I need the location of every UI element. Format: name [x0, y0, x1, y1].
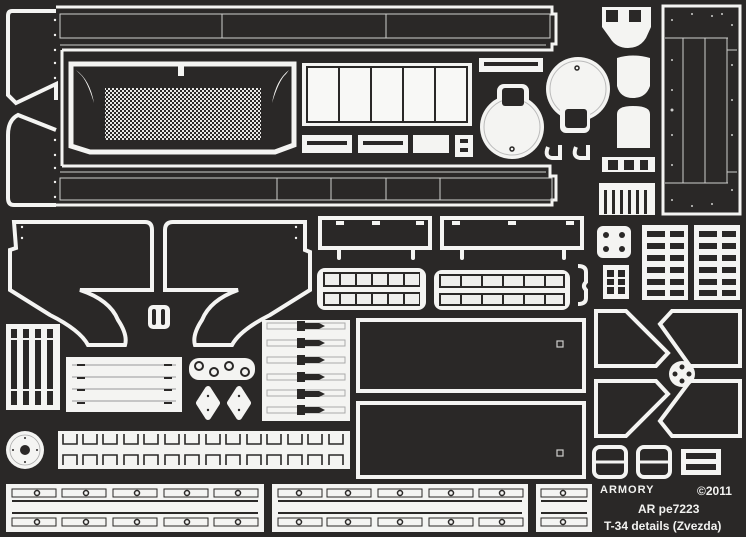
handle-plate: [66, 357, 182, 412]
small-parts-strip: [302, 58, 543, 157]
comb-part: [599, 183, 655, 215]
round-hatch-left: [480, 84, 544, 159]
tool-boxes: [318, 216, 584, 250]
slatted-frame: [6, 324, 60, 410]
hatch-hinges: [602, 7, 651, 48]
louver-panel: [302, 63, 472, 126]
rear-plate: [661, 4, 742, 216]
product-title: T-34 details (Zvezda): [604, 519, 722, 533]
ring-strip: [189, 358, 255, 380]
clamp-block-small: [597, 226, 631, 299]
small-link-part: [148, 305, 170, 329]
left-side-bracket-top: [6, 9, 58, 207]
round-hatch-right: [546, 57, 610, 133]
mudflap-left: [8, 220, 154, 347]
x-brackets-center: [669, 361, 695, 387]
small-clips: [544, 145, 590, 160]
handle-row: [58, 431, 350, 469]
bracket-small: [602, 157, 655, 172]
grille-frames: [317, 264, 588, 310]
product-code: AR pe7223: [638, 502, 700, 516]
large-plates: [356, 318, 586, 479]
fender-strip-top: [56, 5, 558, 52]
engine-deck-grille: [68, 61, 297, 155]
fender-strip-bottom: [56, 164, 558, 207]
hinge-set: [262, 320, 350, 421]
mudflap-right: [163, 220, 312, 347]
small-boxes: [592, 445, 721, 479]
copyright-text: ©2011: [697, 484, 732, 498]
lug-plates: [196, 386, 251, 420]
shield-plates: [617, 55, 650, 148]
wheel-disc: [6, 431, 44, 469]
clamp-sets: [642, 225, 740, 300]
brand-logo: ARMORY: [600, 484, 655, 496]
x-brackets: [594, 309, 742, 438]
